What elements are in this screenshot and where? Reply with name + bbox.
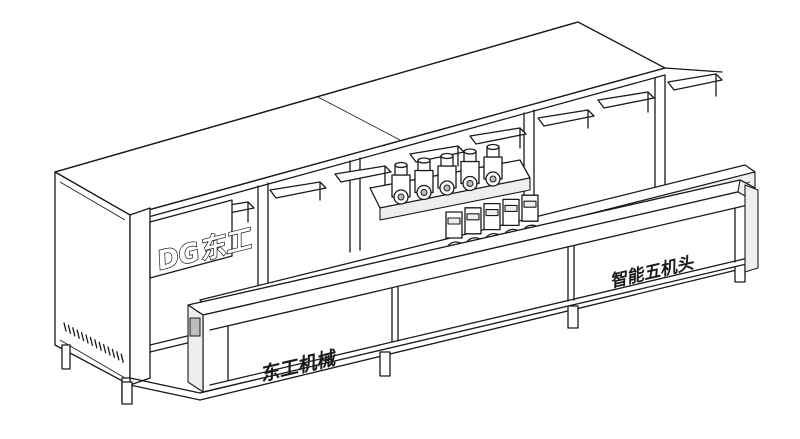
vent-slot <box>98 341 102 351</box>
vent-slot <box>89 336 94 347</box>
upper-heads <box>391 143 503 205</box>
upper-head <box>391 161 411 205</box>
roof-canopy <box>54 21 723 223</box>
hanger-bracket <box>334 165 392 187</box>
vent-slot <box>94 339 98 349</box>
vent-slots <box>63 322 124 363</box>
hanger-bracket <box>469 127 527 149</box>
vent-slot <box>67 324 72 335</box>
upper-head <box>437 152 457 196</box>
vent-slot <box>80 331 85 342</box>
upper-head <box>483 143 503 187</box>
vent-slot <box>107 346 111 356</box>
vent-slot <box>76 329 80 339</box>
upper-head <box>414 157 434 201</box>
right-end <box>744 184 759 273</box>
hanger-bracket <box>667 73 723 97</box>
vent-slot <box>63 322 67 332</box>
vent-slot <box>72 327 76 337</box>
vent-slot <box>120 353 124 363</box>
hanger-bracket <box>597 91 655 113</box>
vent-slot <box>111 348 116 359</box>
hanger-bracket <box>537 109 595 129</box>
vent-slot <box>85 334 89 344</box>
vent-slot <box>116 351 120 361</box>
hanger-bracket <box>269 181 327 201</box>
vent-slot <box>102 343 107 354</box>
hanger-brackets <box>197 73 723 223</box>
upper-head <box>460 148 480 192</box>
